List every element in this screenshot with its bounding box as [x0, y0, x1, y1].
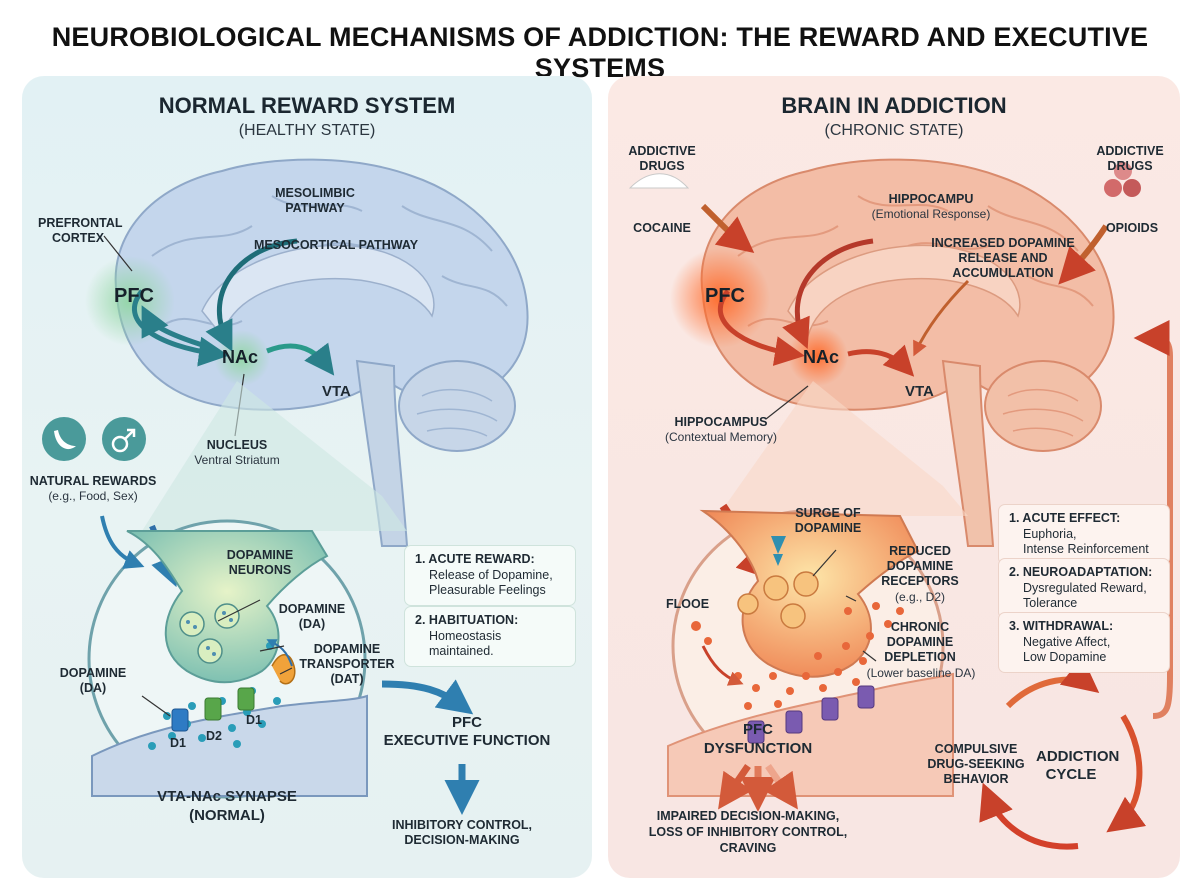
synapse-label: VTA-NAc SYNAPSE: [157, 788, 297, 805]
habituation-line1: Homeostasis maintained.: [429, 628, 502, 659]
mesolimbic-label: MESOLIMBIC PATHWAY: [275, 186, 355, 215]
neuroadaptation-box: 2. NEUROADAPTATION: Dysregulated Reward,…: [998, 558, 1170, 619]
natural-rewards-label: NATURAL REWARDS: [29, 474, 157, 488]
chronic-depletion-label: CHRONIC DOPAMINE DEPLETION: [884, 620, 956, 664]
contextual-memory-label: (Contextual Memory): [664, 430, 778, 444]
pills-icon: [1104, 162, 1141, 197]
acute-effect-line2: Intense Reinforcement: [1023, 542, 1149, 557]
acute-reward-title: 1. ACUTE REWARD:: [415, 552, 535, 566]
d2-label: D2: [206, 729, 222, 743]
exec-pfc-label: PFC: [452, 714, 482, 731]
acute-effect-line1: Euphoria,: [1023, 526, 1077, 541]
d1-label-left: D1: [170, 736, 186, 750]
neuroadaptation-line2: Tolerance: [1023, 596, 1078, 611]
dysfunction-label: DYSFUNCTION: [703, 740, 813, 757]
acute-reward-box: 1. ACUTE REWARD: Release of Dopamine, Pl…: [404, 545, 576, 606]
d2-receptor: [204, 697, 222, 721]
neuroadaptation-line1: Dysregulated Reward,: [1023, 580, 1147, 595]
cerebellum: [398, 360, 516, 452]
postsynaptic-membrane: [91, 694, 368, 797]
acute-effect-box: 1. ACUTE EFFECT: Euphoria, Intense Reinf…: [998, 504, 1170, 565]
dopamine-transporter-shape: [271, 654, 296, 685]
dopamine-da-label-right: DOPAMINE (DA): [278, 602, 346, 631]
flooe-label: FLOOE: [666, 597, 710, 611]
inhibitory-control-label: INHIBITORY CONTROL,: [391, 818, 533, 832]
vta-label: VTA: [322, 383, 351, 400]
reduced-receptors-example: (e.g., D2): [894, 590, 945, 604]
dopamine-da-label-left: DOPAMINE (DA): [59, 666, 127, 695]
impaired-line3: CRAVING: [719, 841, 777, 855]
ventral-striatum-label: Ventral Striatum: [194, 453, 280, 467]
page-title: NEUROBIOLOGICAL MECHANISMS OF ADDICTION:…: [51, 22, 1149, 83]
d1-receptor-left: [171, 708, 189, 732]
acute-reward-line1: Release of Dopamine,: [429, 567, 553, 582]
pfc-label: PFC: [114, 285, 154, 307]
withdrawal-title: 3. WITHDRAWAL:: [1009, 619, 1114, 633]
nucleus-label: NUCLEUS: [206, 438, 268, 452]
left-subheading: (HEALTHY STATE): [238, 122, 376, 139]
addictive-drugs-left-label: ADDICTIVE DRUGS: [628, 144, 696, 173]
impaired-line1: IMPAIRED DECISION-MAKING,: [656, 809, 840, 823]
natural-rewards-examples: (e.g., Food, Sex): [48, 489, 138, 503]
addiction-panel: BRAIN IN ADDICTION (CHRONIC STATE) ADDIC…: [608, 76, 1180, 878]
banana-icon: [42, 417, 86, 461]
normal-brain-illustration: [42, 158, 529, 815]
lower-baseline-label: (Lower baseline DA): [866, 666, 976, 680]
reduced-receptors-label: REDUCED DOPAMINE RECEPTORS: [881, 544, 959, 588]
synapse-state: (NORMAL): [189, 807, 265, 824]
addiction-cycle-icon: [979, 656, 1147, 850]
executive-function-label: EXECUTIVE FUNCTION: [383, 732, 551, 749]
mesocortical-label: MESOCORTICAL PATHWAY: [254, 238, 419, 252]
dopamine-neurons-label: DOPAMINE NEURONS: [226, 548, 294, 577]
male-symbol-icon: [102, 417, 146, 461]
acute-effect-title: 1. ACUTE EFFECT:: [1009, 511, 1121, 525]
dopamine-transporter-label: DOPAMINE TRANSPORTER (DAT): [299, 642, 395, 686]
acute-reward-line2: Pleasurable Feelings: [429, 583, 546, 598]
hippocampus-label: HIPPOCAMPUS: [674, 415, 768, 429]
nac-label: NAc: [222, 347, 259, 367]
d1-receptor-right: [237, 687, 255, 711]
withdrawal-line2: Low Dopamine: [1023, 650, 1107, 665]
receptor-purple-2: [785, 710, 803, 734]
pfc-dys-label: PFC: [743, 721, 773, 738]
right-heading: BRAIN IN ADDICTION: [781, 93, 1007, 118]
normal-reward-panel: NORMAL REWARD SYSTEM (HEALTHY STATE) MES…: [22, 76, 592, 878]
addicted-brain-illustration: [628, 158, 1173, 850]
channel-shape: [771, 536, 786, 566]
nac-label-addicted: NAc: [803, 347, 840, 367]
receptor-purple-1: [747, 720, 765, 744]
decision-making-label: DECISION-MAKING: [404, 833, 520, 847]
powder-pile-icon: [628, 173, 690, 189]
receptor-purple-3: [821, 697, 839, 721]
right-subheading: (CHRONIC STATE): [824, 122, 964, 139]
impaired-line2: LOSS OF INHIBITORY CONTROL,: [648, 825, 848, 839]
increased-dopamine-label: INCREASED DOPAMINE RELEASE AND ACCUMULAT…: [931, 236, 1075, 280]
withdrawal-line1: Negative Affect,: [1023, 634, 1111, 649]
addictive-drugs-right-label: ADDICTIVE DRUGS: [1096, 144, 1164, 173]
pfc-label-addicted: PFC: [705, 285, 745, 307]
receptor-purple-4: [857, 685, 875, 709]
withdrawal-box: 3. WITHDRAWAL: Negative Affect, Low Dopa…: [998, 612, 1170, 673]
habituation-box: 2. HABITUATION: Homeostasis maintained.: [404, 606, 576, 667]
prefrontal-cortex-label: PREFRONTAL CORTEX: [38, 216, 123, 245]
habituation-title: 2. HABITUATION:: [415, 613, 519, 627]
d1-label-right: D1: [246, 713, 262, 727]
hippocampu-label: HIPPOCAMPU: [888, 192, 974, 206]
surge-dopamine-label: SURGE OF DOPAMINE: [794, 506, 862, 535]
opioids-label: OPIOIDS: [1105, 221, 1159, 235]
emotional-response-label: (Emotional Response): [871, 207, 991, 221]
cocaine-label: COCAINE: [633, 221, 691, 235]
compulsive-label: COMPULSIVE DRUG-SEEKING BEHAVIOR: [927, 742, 1025, 786]
neuroadaptation-title: 2. NEUROADAPTATION:: [1009, 565, 1153, 579]
left-heading: NORMAL REWARD SYSTEM: [158, 93, 456, 118]
addiction-cycle-label: ADDICTION CYCLE: [1036, 748, 1120, 783]
vta-label-addicted: VTA: [905, 383, 934, 400]
